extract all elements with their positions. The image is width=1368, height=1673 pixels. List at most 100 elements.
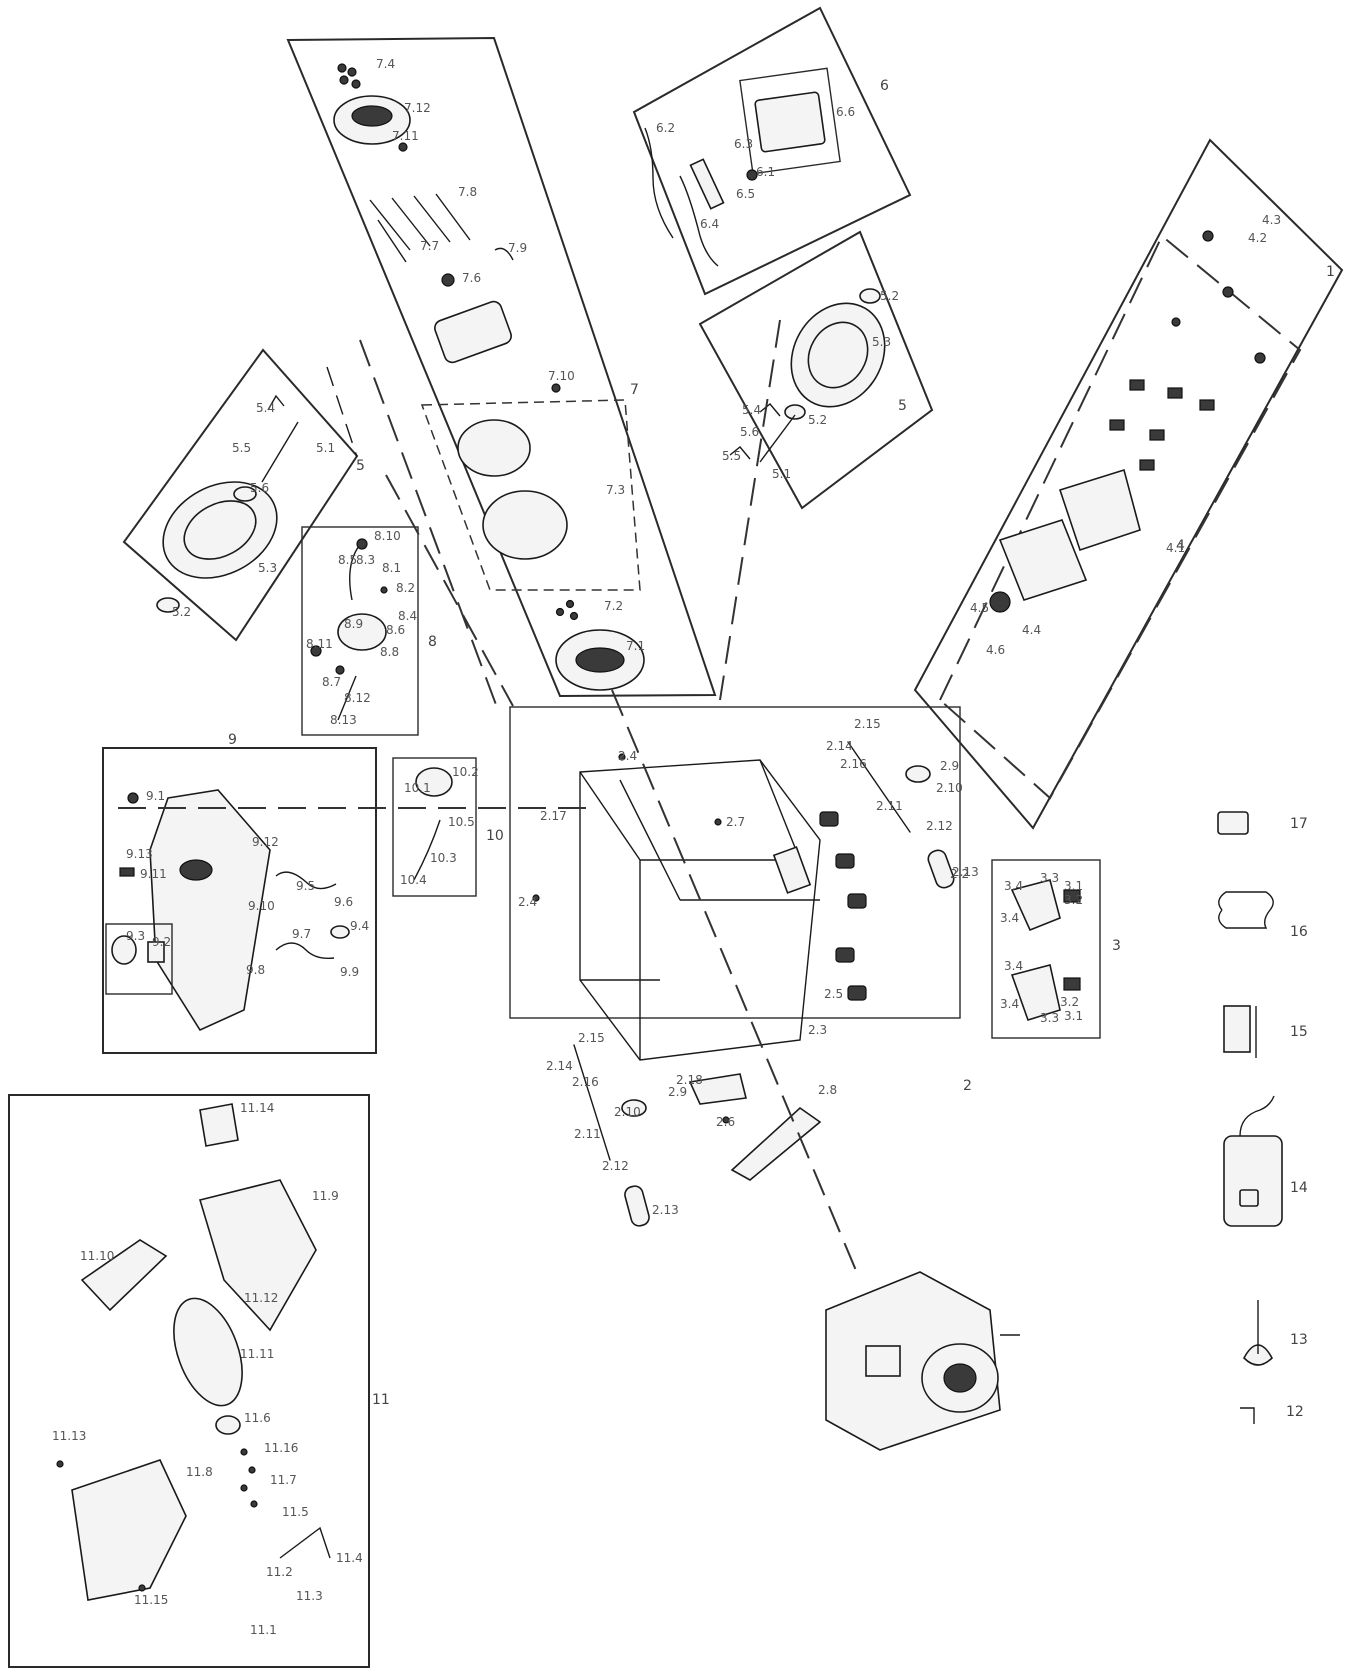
group-2-box — [509, 706, 961, 1019]
battery-charger-14 — [1223, 1135, 1283, 1227]
label-group-4: 4 — [1176, 538, 1185, 554]
label-group-9: 9 — [228, 732, 237, 748]
screw-11-13a — [56, 1460, 64, 1468]
clip-7-9 — [494, 247, 514, 261]
valve-plate — [337, 613, 387, 651]
group-6-battery — [632, 6, 912, 296]
heat-shield-11-8 — [71, 1459, 187, 1601]
label-9-6: 9.6 — [334, 895, 353, 909]
label-11-2: 11.2 — [266, 1565, 293, 1579]
label-3-4c: 3.4 — [1004, 959, 1023, 973]
label-group-2: 2 — [963, 1078, 972, 1094]
label-5-1b: 5.1 — [772, 467, 791, 481]
stator — [457, 419, 531, 477]
screw-11-13b — [138, 1584, 146, 1592]
bolt-7-11 — [398, 142, 408, 152]
control-components — [1109, 230, 1266, 471]
label-11-12: 11.12 — [244, 1291, 278, 1305]
label-11-7: 11.7 — [270, 1473, 297, 1487]
bolt-2-4 — [532, 894, 540, 902]
label-2-12a: 2.12 — [926, 819, 953, 833]
label-11-15: 11.15 — [134, 1593, 168, 1607]
label-8-1: 8.1 — [382, 561, 401, 575]
label-9-3: 9.3 — [126, 929, 145, 943]
label-2-6: 2.6 — [716, 1115, 735, 1129]
label-2-4b: 2.4 — [618, 749, 637, 763]
cover-plate-2-18 — [688, 1073, 747, 1105]
label-3-3b: 3.3 — [1040, 1011, 1059, 1025]
alternator-front-bracket — [434, 300, 512, 364]
tank-opening — [179, 859, 213, 881]
label-4-4: 4.4 — [1022, 623, 1041, 637]
label-3-1a: 3.1 — [1064, 1009, 1083, 1023]
label-group-8: 8 — [428, 634, 437, 650]
label-5-6b: 5.6 — [740, 425, 759, 439]
hex-key-12 — [1240, 1407, 1255, 1424]
label-16: 16 — [1290, 924, 1308, 940]
label-2-14b: 2.14 — [546, 1059, 573, 1073]
cap-8-10 — [356, 538, 368, 550]
washer-7-6 — [441, 273, 455, 287]
label-2-9a: 2.9 — [940, 759, 959, 773]
nut-8-7 — [335, 665, 345, 675]
label-7-1: 7.1 — [626, 639, 645, 653]
battery-subframe — [739, 67, 841, 175]
label-8-10: 8.10 — [374, 529, 401, 543]
control-panel-bracket — [772, 846, 812, 894]
right-wheel-washer-outer — [859, 288, 881, 304]
fuel-line-10-3 — [413, 819, 441, 881]
label-7-6: 7.6 — [462, 271, 481, 285]
foot-pad-upper — [1063, 889, 1081, 903]
bolt-2-7 — [714, 818, 722, 826]
handle-grip-right — [927, 849, 955, 889]
nuts-11-7 — [240, 1448, 258, 1508]
label-5-2c: 5.2 — [808, 413, 827, 427]
fuel-tank — [149, 789, 271, 1032]
battery-cable-6-4 — [679, 175, 719, 267]
label-4-5: 4.5 — [970, 601, 989, 615]
label-4-1: 4.1 — [1166, 541, 1185, 555]
label-group-5-left: 5 — [356, 458, 365, 474]
label-3-4b: 3.4 — [1000, 911, 1019, 925]
part-labels: 2.2 2.3 2.4 2.4 2.5 2.6 2.7 2.8 2.9 2.9 … — [52, 57, 1281, 1637]
group-11-muffler — [8, 1094, 370, 1668]
label-9-13: 9.13 — [126, 847, 153, 861]
label-8-12: 8.12 — [344, 691, 371, 705]
knob-8-11 — [310, 645, 322, 657]
group-labels: 1 2 3 4 5 5 6 7 8 9 10 11 12 13 14 15 16… — [228, 78, 1335, 1420]
label-9-1: 9.1 — [146, 789, 165, 803]
label-2-15b: 2.15 — [578, 1031, 605, 1045]
label-10-2: 10.2 — [452, 765, 479, 779]
label-8-6: 8.6 — [386, 623, 405, 637]
label-2-10b: 2.10 — [614, 1105, 641, 1119]
tank-strap-9-13 — [119, 867, 135, 877]
control-panel-plate — [1058, 468, 1141, 552]
muffler-body-11-11 — [173, 1297, 243, 1407]
label-2-13b: 2.13 — [652, 1203, 679, 1217]
group-9-frame — [102, 747, 377, 1054]
label-13: 13 — [1290, 1332, 1308, 1348]
label-9-12: 9.12 — [252, 835, 279, 849]
exhaust-pipe-11-5 — [279, 1526, 331, 1559]
label-3-4a: 3.4 — [1004, 879, 1023, 893]
label-5-1a: 5.1 — [316, 441, 335, 455]
label-6-3: 6.3 — [734, 137, 753, 151]
label-10-3: 10.3 — [430, 851, 457, 865]
label-11-9: 11.9 — [312, 1189, 339, 1203]
screwdriver-15 — [1223, 1005, 1251, 1053]
engine-recoil — [865, 1345, 901, 1377]
group-10-fuel-valve — [392, 757, 477, 897]
label-2-3: 2.3 — [808, 1023, 827, 1037]
group-5-right-wheel — [698, 230, 934, 510]
label-2-14a: 2.14 — [826, 739, 853, 753]
label-6-4: 6.4 — [700, 217, 719, 231]
label-10-5: 10.5 — [448, 815, 475, 829]
label-2-18: 2.18 — [676, 1073, 703, 1087]
left-wheel-axle — [261, 421, 299, 483]
label-14: 14 — [1290, 1180, 1308, 1196]
handle-grip-left — [624, 1185, 650, 1227]
label-6-2: 6.2 — [656, 121, 675, 135]
label-7-10: 7.10 — [548, 369, 575, 383]
right-wheel-clip — [759, 403, 781, 417]
